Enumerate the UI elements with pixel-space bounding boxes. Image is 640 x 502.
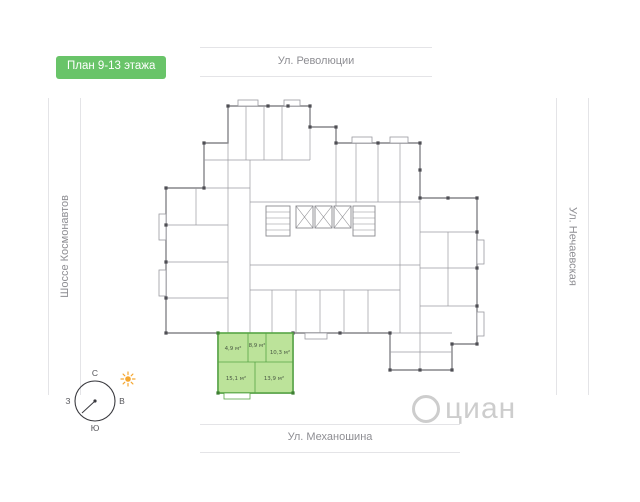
building-outline	[158, 99, 485, 394]
floor-badge: План 9-13 этажа	[56, 56, 167, 79]
highlighted-apartment[interactable]	[216, 331, 295, 400]
compass-needle	[81, 400, 96, 414]
street-top-label: Ул. Революции	[277, 55, 355, 67]
interior-walls	[166, 106, 477, 370]
street-bottom-label: Ул. Механошина	[287, 431, 373, 443]
sun-icon	[120, 371, 136, 387]
compass-west: З	[65, 396, 70, 406]
street-right-label: Ул. Нечаевская	[557, 98, 588, 395]
compass-ring	[74, 380, 116, 422]
room-area-label: 15,1 м²	[226, 375, 246, 382]
street-line	[556, 98, 557, 395]
street-line	[48, 98, 49, 395]
elevator-core	[265, 205, 376, 237]
balcony	[158, 269, 167, 297]
apartment-balcony	[223, 392, 251, 400]
watermark-logo-icon	[412, 395, 440, 423]
balcony	[304, 332, 328, 340]
balcony	[351, 136, 373, 144]
compass-east: В	[119, 396, 125, 406]
balcony	[389, 136, 409, 144]
street-right-text: Ул. Нечаевская	[566, 207, 579, 286]
balcony	[283, 99, 301, 107]
balcony	[237, 99, 259, 107]
street-line	[200, 452, 460, 453]
watermark-text: циан	[445, 392, 517, 425]
room-area-label: 4,9 м²	[225, 345, 242, 352]
room-area-label: 8,9 м²	[249, 342, 266, 349]
room-area-label: 13,9 м²	[264, 375, 284, 382]
stairwell	[265, 205, 291, 237]
street-line	[200, 424, 460, 425]
compass-north: С	[92, 368, 98, 378]
watermark: циан	[412, 392, 516, 426]
balcony	[476, 239, 485, 265]
street-line	[200, 47, 432, 48]
compass-south: Ю	[91, 423, 100, 433]
street-line	[80, 98, 81, 395]
compass-center-dot	[93, 399, 97, 403]
room-labels: 4,9 м² 8,9 м² 10,3 м² 15,1 м² 13,9 м²	[225, 342, 291, 382]
street-line	[588, 98, 589, 395]
compass: С В Ю З	[65, 368, 136, 433]
balcony	[476, 311, 485, 337]
street-line	[200, 76, 432, 77]
stairwell	[352, 205, 376, 237]
apartment-area[interactable]	[217, 332, 294, 394]
room-area-label: 10,3 м²	[270, 349, 290, 356]
balcony	[158, 213, 167, 241]
